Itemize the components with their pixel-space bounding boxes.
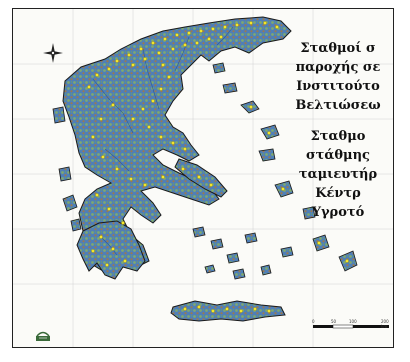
scale-label-0: 0 xyxy=(312,319,315,324)
legend-title-line: Ινστιτούτο xyxy=(296,79,380,94)
scale-label-100: 100 xyxy=(349,319,357,324)
legend-sub-line: Σταθμο xyxy=(310,129,366,144)
station-points xyxy=(87,21,349,313)
greece-map xyxy=(13,9,393,347)
legend-sub-line: ταμιευτήρ xyxy=(298,167,378,182)
euboea xyxy=(174,158,228,198)
legend-sub-line: Κέντρ xyxy=(315,186,361,201)
compass-star-icon xyxy=(43,43,63,63)
legend-sub-line: Υγροτό xyxy=(311,205,365,220)
scale-label-200: 200 km xyxy=(381,319,389,329)
legend-title-line: Σταθμοί σ xyxy=(300,41,376,56)
ionian-islands xyxy=(52,106,82,232)
scale-bar xyxy=(313,324,389,329)
map-frame: 0 50 100 200 km Σταθμοί σ παροχής σε Ινσ… xyxy=(12,8,394,348)
legend-title: Σταθμοί σ παροχής σε Ινστιτούτο Βελτιώσε… xyxy=(283,39,393,115)
legend-title-line: παροχής σε xyxy=(295,60,381,75)
legend-subtitle: Σταθμο στάθμης ταμιευτήρ Κέντρ Υγροτό xyxy=(283,127,393,222)
river-network xyxy=(92,26,234,256)
institute-logo-icon xyxy=(35,327,51,341)
peloponnese xyxy=(76,220,146,280)
scale-label-50: 50 xyxy=(331,319,337,324)
legend-title-line: Βελτιώσεω xyxy=(295,98,381,113)
legend-sub-line: στάθμης xyxy=(306,148,370,163)
